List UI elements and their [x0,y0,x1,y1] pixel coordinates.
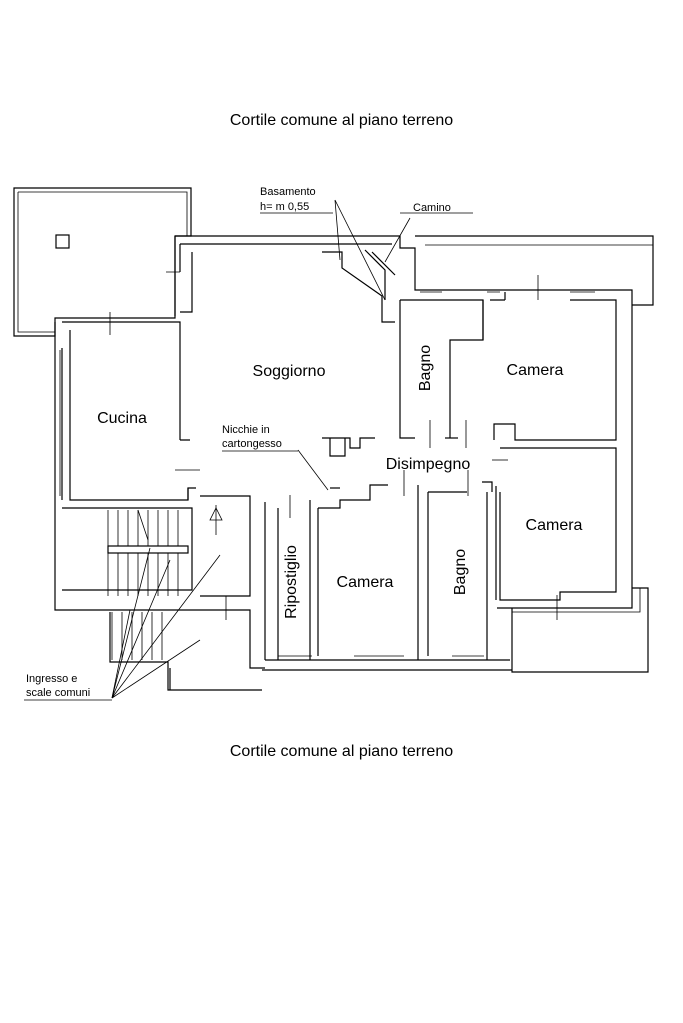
room-label-camera-right: Camera [526,517,583,534]
soggiorno-walls [180,199,484,491]
room-label-disimpegno: Disimpegno [386,456,471,473]
room-label-ripostiglio: Ripostiglio [283,545,300,619]
outer-walls [54,235,633,671]
annotation-scale-comuni: scale comuni [26,687,90,699]
annotation-cartongesso: cartongesso [222,438,282,450]
stairwell [62,495,262,699]
balcony-top-right [415,235,654,306]
kitchen-walls [59,271,200,501]
courtyard-caption-bottom: Cortile comune al piano terreno [229,743,454,760]
annotation-basamento: Basamento [260,186,316,198]
room-label-cucina: Cucina [97,410,147,427]
room-label-camera-top: Camera [507,362,564,379]
terrace-top-left [13,187,192,337]
courtyard-caption-top: Cortile comune al piano terreno [229,112,454,129]
annotation-nicchie: Nicchie in [222,424,270,436]
annotation-ingresso: Ingresso e [26,673,77,685]
annotation-camino: Camino [413,202,451,214]
room-label-bagno-bottom: Bagno [452,549,469,595]
annotation-basamento-height: h= m 0,55 [260,201,309,213]
lower-rooms-walls [264,470,497,660]
room-label-camera-bottom: Camera [337,574,394,591]
balcony-bottom-right [511,587,649,673]
camera-mid-walls [482,447,617,620]
room-label-soggiorno: Soggiorno [253,363,326,380]
room-label-bagno-top: Bagno [417,345,434,391]
camera-top-walls [429,275,617,448]
